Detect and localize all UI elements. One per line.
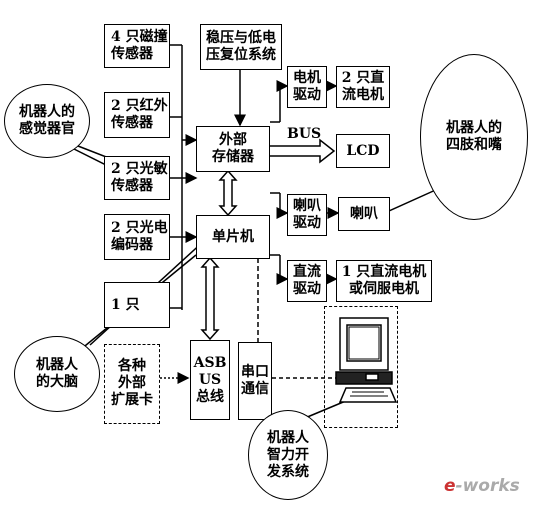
serial-comm-box: 串口 通信: [238, 342, 272, 420]
logo-e: e: [444, 476, 456, 496]
mcu-box: 单片机: [196, 215, 270, 259]
encoder-box: 2 只光电 编码器: [104, 214, 170, 260]
brain-bubble: 机器人 的大脑: [14, 336, 100, 412]
limbs-bubble: 机器人的 四肢和嘴: [420, 54, 528, 220]
infrared-sensor-box: 2 只红外 传感器: [104, 92, 170, 138]
external-memory-box: 外部 存储器: [196, 126, 270, 172]
senses-bubble: 机器人的 感觉器官: [4, 84, 90, 158]
dc-or-servo-box: 1 只直流电机 或伺服电机: [336, 260, 432, 302]
computer-frame: [324, 306, 398, 428]
magnetic-sensor-box: 4 只磁撞 传感器: [104, 24, 170, 68]
one-sensor-box: 1 只: [104, 282, 170, 328]
horn-box: 喇叭: [338, 197, 390, 231]
computer-icon: [335, 317, 398, 403]
expansion-cards-box: 各种 外部 扩展卡: [111, 357, 153, 408]
eworks-logo: e-works: [444, 476, 520, 496]
isa-bus-box: ASB US 总线: [190, 340, 230, 420]
motor-driver-box: 电机 驱动: [287, 66, 327, 108]
horn-driver-box: 喇叭 驱动: [287, 194, 327, 236]
logo-works: -works: [455, 476, 520, 496]
dev-system-bubble: 机器人 智力开 发系统: [248, 410, 328, 500]
voltage-reset-box: 稳压与低电 压复位系统: [200, 24, 282, 70]
bus-label: BUS: [287, 126, 322, 142]
expansion-cards-border: [104, 344, 160, 424]
lcd-box: LCD: [336, 134, 390, 168]
light-sensor-box: 2 只光敏 传感器: [104, 156, 170, 200]
dc-driver-box: 直流 驱动: [287, 260, 327, 302]
dc-motor-box: 2 只直 流电机: [336, 66, 390, 108]
